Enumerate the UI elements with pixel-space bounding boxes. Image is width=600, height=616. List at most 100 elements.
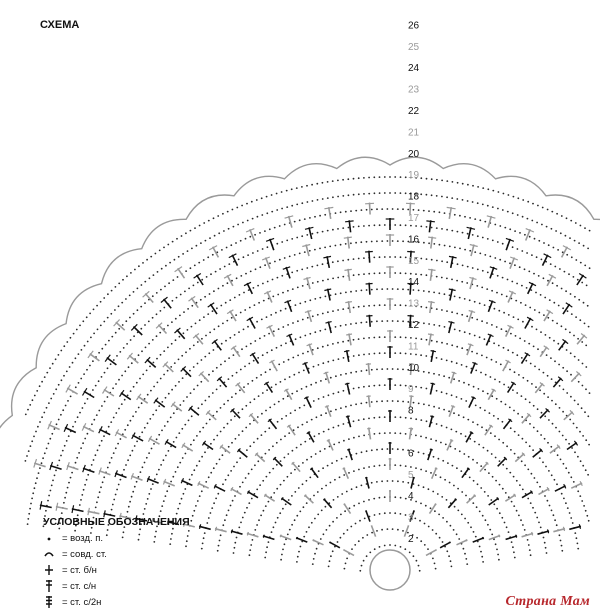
stitch-mark [430,269,432,281]
stitch-mark [488,389,494,400]
chain-dot [384,224,386,226]
chain-dot [144,398,146,400]
chain-dot [363,560,365,562]
chain-dot [138,476,140,478]
chain-dot [287,290,289,292]
chain-dot [420,258,422,260]
chain-dot [280,559,282,561]
chain-dot [371,289,373,291]
chain-dot [392,208,394,210]
chain-dot [238,259,240,261]
chain-dot [534,477,536,479]
chain-dot [153,386,155,388]
chain-dot [239,457,241,459]
chain-dot [486,357,488,359]
chain-dot [335,409,337,411]
chain-dot [517,319,519,321]
chain-dot [373,498,375,500]
chain-dot [570,396,572,398]
chain-dot [279,225,281,227]
chain-dot [129,317,131,319]
chain-dot [540,331,542,333]
chain-dot [90,337,92,339]
chain-dot [233,466,235,468]
chain-dot [363,386,365,388]
chain-dot [183,311,185,313]
chain-dot [475,536,477,538]
chain-dot [206,522,208,524]
chain-dot [325,378,327,380]
chain-dot [374,433,376,435]
chain-dot [484,254,486,256]
chain-dot [519,484,521,486]
chain-dot [276,347,278,349]
chain-dot [201,338,203,340]
chain-dot [301,235,303,237]
chain-dot [240,369,242,371]
chain-dot [79,325,81,327]
chain-dot [28,513,30,515]
chain-dot [322,313,324,315]
chain-dot [420,226,422,228]
chain-dot [353,274,355,276]
chain-dot [314,435,316,437]
chain-dot [366,402,368,404]
chain-dot [281,241,283,243]
chain-dot [177,508,179,510]
stitch-mark [90,354,100,361]
chain-dot [451,429,453,431]
chain-dot [170,366,172,368]
chain-dot [548,244,550,246]
chain-dot [312,233,314,235]
stitch-mark [447,440,452,451]
chain-dot [363,354,365,356]
chain-dot [123,469,125,471]
chain-dot [502,243,504,245]
chain-dot [328,429,330,431]
chain-dot [317,491,319,493]
chain-dot [553,302,555,304]
chain-dot [350,372,352,374]
stitch-mark [451,372,455,384]
chain-dot [551,211,553,213]
stitch-mark [348,237,350,249]
chain-dot [499,259,501,261]
chain-dot [355,403,357,405]
chain-dot [394,192,396,194]
chain-dot [400,546,402,548]
chain-dot [548,470,550,472]
chain-dot [289,256,291,258]
chain-dot [234,297,236,299]
chain-dot [387,320,389,322]
chain-dot [545,547,547,549]
chain-dot [159,332,161,334]
chain-dot [160,464,162,466]
chain-dot [529,445,531,447]
chain-dot [257,460,259,462]
chain-dot [524,340,526,342]
chain-dot [436,276,438,278]
chain-dot [467,233,469,235]
chain-dot [509,262,511,264]
chain-dot [379,304,381,306]
chain-dot [451,311,453,313]
chain-dot [133,313,135,315]
chain-dot [358,177,360,179]
chain-dot [368,499,370,501]
chain-dot [63,345,65,347]
chain-dot [243,386,245,388]
chain-dot [520,519,522,521]
chain-dot [446,196,448,198]
chain-dot [216,435,218,437]
chain-dot [517,413,519,415]
chain-dot [172,279,174,281]
chain-dot [334,479,336,481]
chain-dot [194,265,196,267]
chain-dot [451,230,453,232]
chain-dot [446,499,448,501]
chain-dot [560,459,562,461]
chain-dot [296,390,298,392]
stitch-mark [466,432,472,443]
stitch-mark [308,311,312,322]
chain-dot [327,361,329,363]
